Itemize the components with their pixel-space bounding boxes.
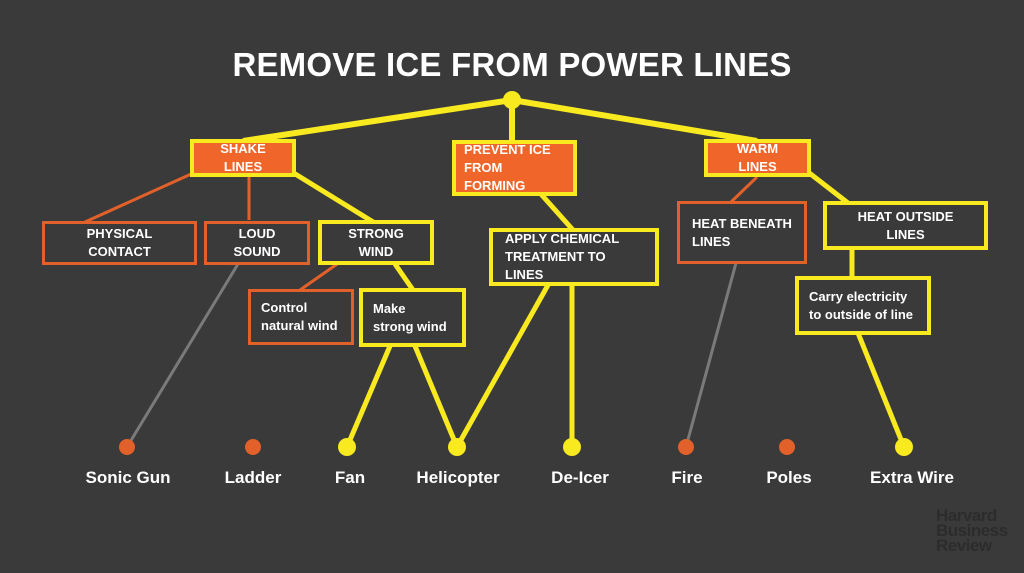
leaf-extra-wire: Extra Wire (870, 468, 954, 487)
node-shake-lines-label: SHAKE LINES (220, 141, 266, 174)
edge-carry-extra-wire (855, 332, 907, 448)
leaf-helicopter: Helicopter (416, 468, 500, 487)
node-heat-beneath-label: HEAT BENEATH LINES (692, 215, 792, 251)
leaf-dot-extra-wire (895, 438, 913, 456)
hbr-logo-line2: Business (936, 521, 1008, 540)
leaf-dot-fire (678, 439, 694, 455)
edge-shake-strong (290, 169, 380, 228)
node-heat-beneath-line1: HEAT BENEATH (692, 215, 792, 231)
edge-strong-make (392, 262, 416, 292)
leaf-dot-helicopter (448, 438, 466, 456)
leaf-ladder: Ladder (224, 468, 282, 487)
leaf-dot-ladder (245, 439, 261, 455)
node-carry-label: Carry electricity to outside of line (809, 288, 913, 324)
node-loud-sound: LOUD SOUND (204, 221, 310, 265)
edge-chemical-helicopter (454, 283, 551, 449)
node-warm-lines-label: WARM LINES (736, 141, 779, 174)
leaf-fan: Fan (334, 468, 366, 487)
edge-heat-beneath-fire (684, 262, 738, 448)
node-control-label: Control natural wind (261, 299, 338, 335)
node-prevent-ice-line1: PREVENT ICE (464, 142, 551, 157)
node-heat-outside: HEAT OUTSIDE LINES (823, 201, 988, 250)
node-apply-chemical-label: APPLY CHEMICAL TREATMENT TO LINES (505, 230, 643, 284)
node-prevent-ice: PREVENT ICE FROM FORMING (452, 140, 577, 196)
edge-strong-control (299, 260, 341, 292)
node-make-line1: Make (373, 300, 406, 316)
node-carry-line1: Carry electricity (809, 288, 908, 304)
node-apply-chemical: APPLY CHEMICAL TREATMENT TO LINES (489, 228, 659, 286)
node-strong-wind-label: STRONG WIND (348, 225, 404, 259)
edge-root-warm (511, 97, 758, 144)
node-control-line2: natural wind (261, 318, 338, 333)
hbr-logo-line1: Harvard (936, 506, 997, 525)
diagram-title: REMOVE ICE FROM POWER LINES (232, 46, 792, 83)
edge-loud-sonic-gun (125, 263, 240, 448)
root-node (503, 91, 521, 109)
leaf-sonic-gun: Sonic Gun (85, 468, 171, 487)
hbr-logo-line3: Review (936, 536, 992, 555)
node-strong-wind: STRONG WIND (318, 220, 434, 265)
edge-warm-heat-beneath (728, 175, 759, 205)
leaf-dot-poles (779, 439, 795, 455)
node-physical-contact-label: PHYSICAL CONTACT (86, 226, 153, 259)
edge-prevent-chemical (538, 191, 575, 232)
edge-make-helicopter (412, 345, 460, 448)
leaf-de-icer: De-Icer (551, 468, 609, 487)
node-make-label: Make strong wind (373, 300, 447, 336)
node-apply-chemical-line1: APPLY CHEMICAL (505, 231, 620, 246)
node-carry-electricity: Carry electricity to outside of line (795, 276, 931, 335)
edge-root-shake (242, 97, 513, 144)
hbr-logo: Harvard Business Review (936, 506, 1008, 555)
leaf-dot-sonic-gun (119, 439, 135, 455)
node-heat-beneath-line2: LINES (692, 233, 731, 249)
node-shake-lines: SHAKE LINES (190, 139, 296, 177)
edge-shake-physical (84, 168, 201, 224)
node-apply-chemical-line2: TREATMENT TO LINES (505, 249, 606, 282)
leaf-poles: Poles (766, 468, 812, 487)
node-prevent-ice-line2: FROM FORMING (464, 160, 526, 193)
node-control-natural-wind: Control natural wind (248, 289, 354, 345)
node-physical-contact: PHYSICAL CONTACT (42, 221, 197, 265)
node-carry-line2: to outside of line (809, 306, 913, 322)
leaf-dot-de-icer (563, 438, 581, 456)
node-loud-sound-label: LOUD SOUND (233, 226, 281, 259)
node-control-line1: Control (261, 300, 308, 315)
node-prevent-ice-label: PREVENT ICE FROM FORMING (464, 141, 565, 195)
node-make-strong-wind: Make strong wind (359, 288, 466, 347)
edge-make-fan (344, 345, 393, 448)
node-make-line2: strong wind (373, 318, 447, 334)
node-heat-outside-label: HEAT OUTSIDE LINES (857, 208, 954, 242)
leaf-fire: Fire (671, 468, 703, 487)
node-warm-lines: WARM LINES (704, 139, 811, 177)
node-heat-beneath: HEAT BENEATH LINES (677, 201, 807, 264)
edge-warm-heat-outside (806, 170, 850, 205)
leaf-dot-fan (338, 438, 356, 456)
